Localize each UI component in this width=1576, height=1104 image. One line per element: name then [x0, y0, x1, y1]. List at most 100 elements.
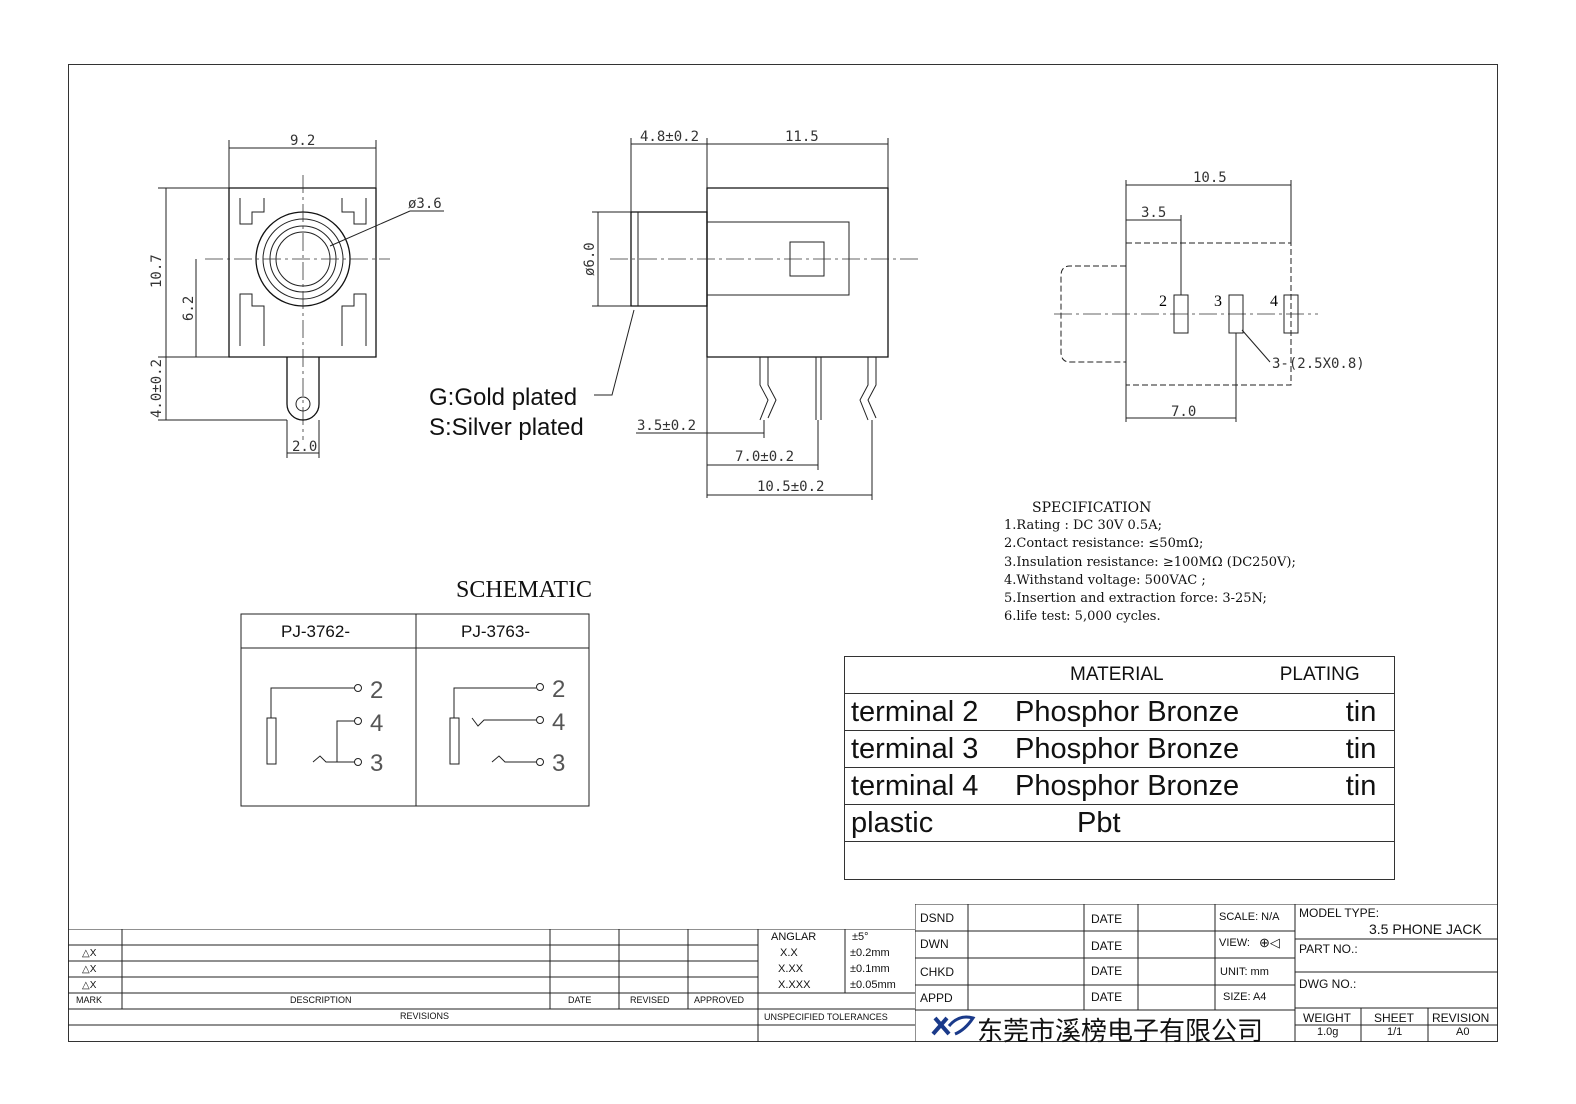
company-name: 东莞市溪榜电子有限公司 [977, 1017, 1264, 1047]
tol-x-value: ±0.2mm [850, 947, 890, 959]
revised-label: REVISED [630, 995, 670, 1005]
dim-front-len: 4.8±0.2 [640, 129, 699, 145]
dim-pad-size: 3-(2.5X0.8) [1272, 356, 1365, 372]
dim-pcb-offset: 3.5 [1141, 205, 1166, 221]
revision-block: △X △X △X MARK DESCRIPTION DATE REVISED A… [68, 929, 915, 1042]
size-label: SIZE: A4 [1223, 991, 1267, 1003]
spec-title: SPECIFICATION [1032, 500, 1152, 516]
schem-right-pin-4: 4 [552, 709, 565, 736]
table-row: plastic Pbt [844, 804, 1395, 842]
spec-item: 3.Insulation resistance: ≥100MΩ (DC250V)… [1004, 554, 1296, 570]
date-label: DATE [1091, 912, 1123, 926]
part-no-label: PART NO.: [1299, 942, 1358, 956]
tol-xxx: X.XXX [778, 979, 811, 991]
dim-pin-width: 2.0 [292, 439, 317, 455]
schematic-col1: PJ-3762- [281, 622, 350, 641]
unspecified-tolerances-label: UNSPECIFIED TOLERANCES [764, 1012, 888, 1022]
projection-icon: ⊕◁ [1259, 935, 1280, 950]
revision-value: A0 [1456, 1026, 1470, 1038]
dim-barrel-dia: ø6.0 [582, 242, 598, 276]
tol-xxx-value: ±0.05mm [850, 979, 896, 991]
dim-width: 9.2 [290, 133, 315, 149]
part-material: Pbt [1015, 804, 1280, 842]
spec-item: 6.life test: 5,000 cycles. [1004, 609, 1161, 625]
approved-label: APPROVED [694, 995, 745, 1005]
silver-plated-note: S:Silver plated [429, 414, 584, 441]
tol-anglar-value: ±5° [852, 931, 869, 943]
date-label: DATE [1091, 964, 1123, 978]
view-label: VIEW: [1219, 937, 1250, 949]
date-label: DATE [1091, 990, 1123, 1004]
part-plating: tin [1279, 767, 1395, 805]
pcb-view [1054, 180, 1318, 422]
pcb-pin-3: 3 [1214, 293, 1222, 310]
gold-plated-note: G:Gold plated [429, 384, 578, 411]
material-header: MATERIAL [1015, 656, 1280, 694]
dim-pin-length: 4.0±0.2 [149, 359, 165, 418]
rev-date-label: DATE [568, 995, 592, 1005]
rev-mark: △X [82, 964, 97, 975]
tol-xx: X.XX [778, 963, 804, 975]
model-type-label: MODEL TYPE: [1299, 906, 1380, 920]
sheet-label: SHEET [1374, 1011, 1415, 1025]
table-row: terminal 3 Phosphor Bronze tin [844, 730, 1395, 768]
drawing-frame [68, 64, 1498, 1042]
spec-item: 2.Contact resistance: ≤50mΩ; [1004, 536, 1204, 552]
dim-hole-dia: ø3.6 [408, 196, 442, 212]
rev-mark: △X [82, 980, 97, 991]
specification-block: SPECIFICATION 1.Rating : DC 30V 0.5A; 2.… [1004, 499, 1296, 626]
part-material: Phosphor Bronze [1015, 730, 1280, 768]
weight-label: WEIGHT [1303, 1011, 1351, 1025]
model-type-value: 3.5 PHONE JACK [1369, 921, 1482, 937]
plating-header: PLATING [1279, 656, 1395, 694]
part-name: terminal 3 [844, 730, 1015, 768]
table-row: terminal 2 Phosphor Bronze tin [844, 693, 1395, 731]
dwn-label: DWN [920, 937, 949, 951]
schem-left-pin-3: 3 [370, 750, 383, 777]
schematic-title: SCHEMATIC [456, 577, 593, 603]
schematic-diagram [240, 613, 590, 807]
tol-xx-value: ±0.1mm [850, 963, 890, 975]
dsnd-label: DSND [920, 911, 955, 925]
front-view [158, 140, 444, 458]
part-plating [1279, 804, 1395, 842]
dim-pin3: 10.5±0.2 [757, 479, 824, 495]
tol-anglar: ANGLAR [771, 931, 817, 943]
scale-label: SCALE: N/A [1219, 911, 1280, 923]
dim-pcb-span: 7.0 [1171, 404, 1196, 420]
table-row: terminal 4 Phosphor Bronze tin [844, 767, 1395, 805]
part-name: terminal 4 [844, 767, 1015, 805]
schematic-col2: PJ-3763- [461, 622, 530, 641]
dim-pin1: 3.5±0.2 [637, 418, 696, 434]
weight-value: 1.0g [1317, 1026, 1339, 1038]
part-plating: tin [1279, 730, 1395, 768]
pcb-pin-2: 2 [1159, 293, 1167, 310]
part-plating: tin [1279, 693, 1395, 731]
description-label: DESCRIPTION [290, 995, 352, 1005]
chkd-label: CHKD [920, 965, 955, 979]
tol-x: X.X [780, 947, 798, 959]
dim-pin2: 7.0±0.2 [735, 449, 794, 465]
dim-center-height: 6.2 [181, 296, 197, 321]
sheet-value: 1/1 [1387, 1026, 1403, 1038]
schem-left-pin-4: 4 [370, 710, 383, 737]
title-block: DSND DWN CHKD APPD DATE DATE DATE DATE S… [915, 904, 1498, 1047]
spec-item: 4.Withstand voltage: 500VAC ; [1004, 572, 1206, 588]
schem-left-pin-2: 2 [370, 677, 383, 704]
company-logo-icon [931, 1015, 976, 1036]
revisions-label: REVISIONS [400, 1011, 450, 1021]
material-table: MATERIAL PLATING terminal 2 Phosphor Bro… [844, 656, 1395, 880]
schem-right-pin-2: 2 [552, 676, 565, 703]
schem-right-pin-3: 3 [552, 750, 565, 777]
dim-pcb-total: 10.5 [1193, 170, 1227, 186]
rev-mark: △X [82, 948, 97, 959]
appd-label: APPD [920, 991, 953, 1005]
dwg-no-label: DWG NO.: [1299, 977, 1357, 991]
spec-item: 5.Insertion and extraction force: 3-25N; [1004, 591, 1267, 607]
spec-item: 1.Rating : DC 30V 0.5A; [1004, 518, 1162, 534]
revision-label: REVISION [1432, 1011, 1490, 1025]
pcb-pin-4: 4 [1270, 293, 1278, 310]
part-material: Phosphor Bronze [1015, 767, 1280, 805]
part-material: Phosphor Bronze [1015, 693, 1280, 731]
